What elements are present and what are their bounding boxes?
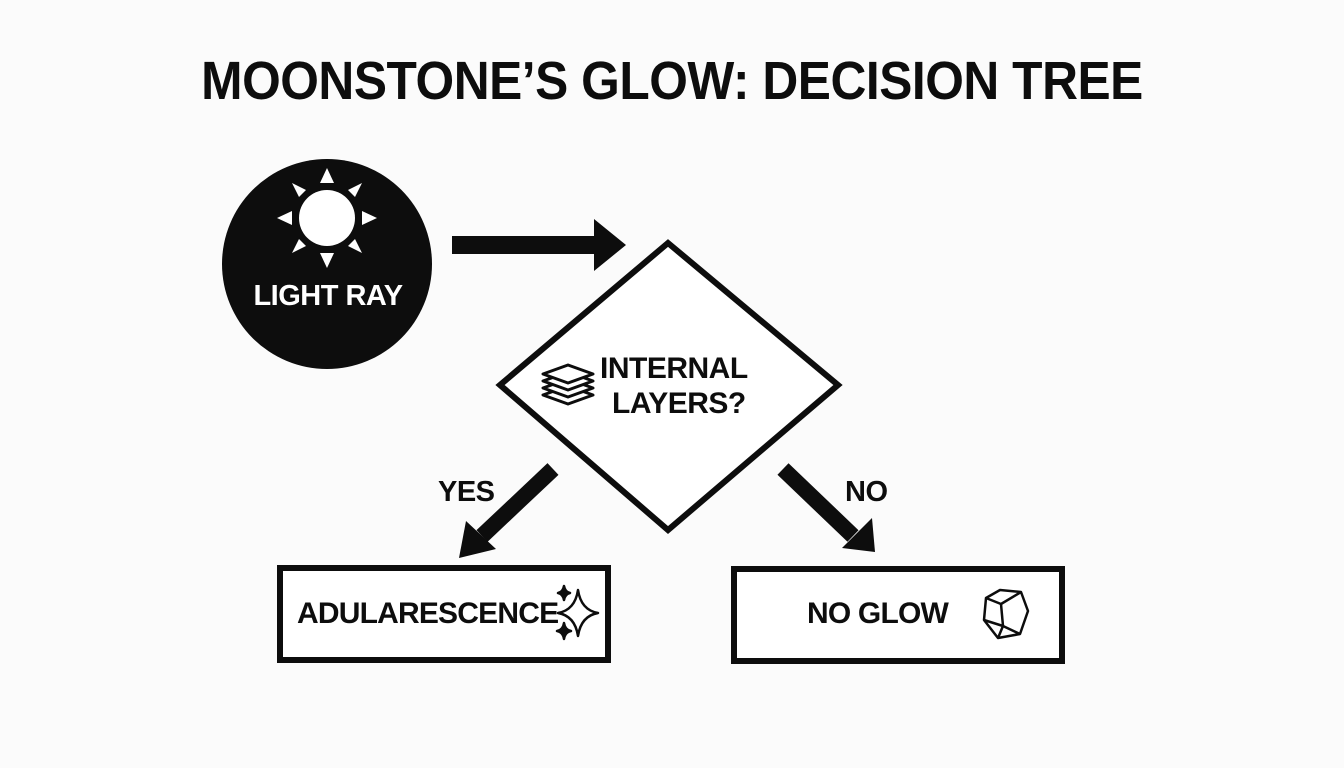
- adularescence-box: [277, 565, 611, 663]
- yes-arrow: [459, 463, 559, 558]
- no-glow-label: NO GLOW: [807, 597, 949, 630]
- decision-label: INTERNAL LAYERS?: [600, 352, 760, 421]
- no-glow-box: [731, 566, 1065, 664]
- arrow-to-decision: [452, 219, 626, 271]
- crystal-icon: [982, 588, 1030, 640]
- decision-diamond: [495, 239, 843, 534]
- diagram-title: MOONSTONE’S GLOW: DECISION TREE: [201, 51, 1143, 111]
- layers-icon: [541, 363, 595, 406]
- no-arrow: [777, 463, 875, 552]
- sun-icon: [277, 168, 377, 268]
- decision-label-line2: LAYERS?: [612, 386, 746, 420]
- no-label: NO: [845, 476, 888, 508]
- decision-label-line1: INTERNAL: [600, 352, 748, 385]
- adularescence-label: ADULARESCENCE: [297, 597, 559, 630]
- light-ray-label: LIGHT RAY: [253, 280, 403, 312]
- yes-label: YES: [438, 476, 495, 508]
- sparkle-icon: [555, 584, 600, 641]
